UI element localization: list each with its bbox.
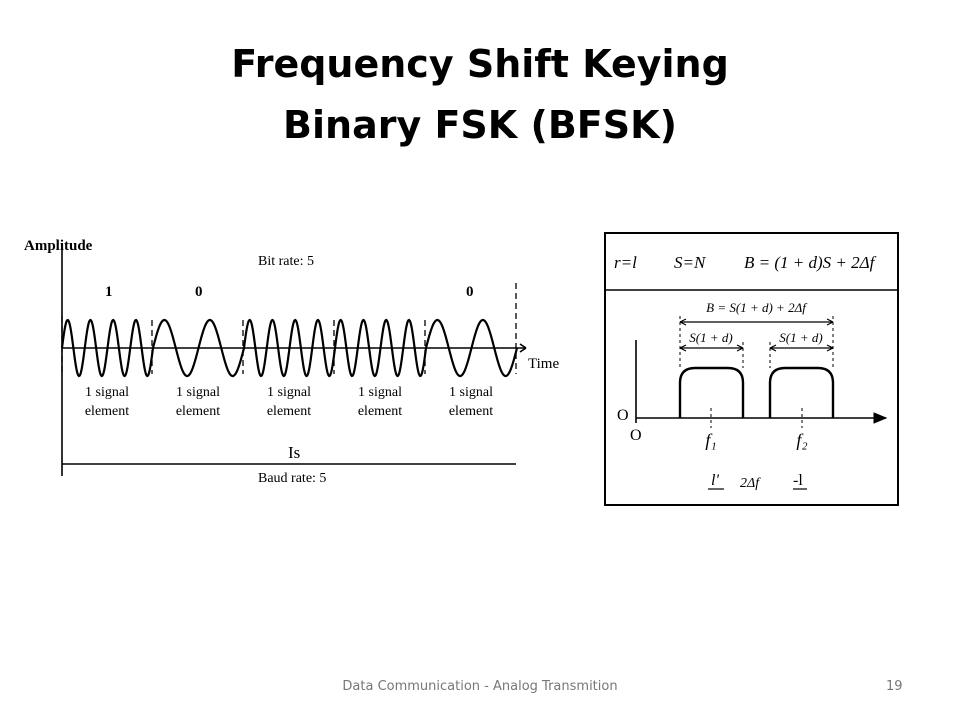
amplitude-label: Amplitude <box>24 238 93 254</box>
slide-number: 19 <box>886 679 903 694</box>
signal-element-line1: 1 signal <box>85 385 129 400</box>
band2-width-label: S(1 + d) <box>779 330 822 345</box>
signal-element-line1: 1 signal <box>449 385 493 400</box>
delta-label: 2Δf <box>740 476 761 491</box>
f2-label: f₂ <box>796 430 807 450</box>
delta-right-mark: -l <box>793 472 803 489</box>
slide-title-line2: Binary FSK (BFSK) <box>283 103 677 147</box>
bit-label: 1 <box>105 284 113 300</box>
equation-b: B = (1 + d)S + 2Δf <box>744 253 877 272</box>
bit-rate-label: Bit rate: 5 <box>258 254 314 269</box>
fsk-waveform-figure: Amplitude Time Bit rate: 5 Baud rate: 5 … <box>24 238 559 486</box>
duration-label: Is <box>288 443 300 462</box>
bit-label: 0 <box>466 284 474 300</box>
signal-element-line1: 1 signal <box>176 385 220 400</box>
signal-element-line2: element <box>85 404 129 419</box>
band-f2 <box>768 366 835 418</box>
origin-y-label: O <box>617 407 629 424</box>
span-arrowheads <box>679 318 834 326</box>
signal-element-line2: element <box>449 404 493 419</box>
signal-element-line1: 1 signal <box>358 385 402 400</box>
time-axis-arrow <box>519 343 527 353</box>
origin-x-label: O <box>630 427 642 444</box>
band1-width-label: S(1 + d) <box>689 330 732 345</box>
signal-element-line1: 1 signal <box>267 385 311 400</box>
footer-text: Data Communication - Analog Transmition <box>342 679 618 694</box>
slide-title-line1: Frequency Shift Keying <box>231 42 729 86</box>
fsk-signal-wave <box>60 318 519 378</box>
time-label: Time <box>528 356 559 372</box>
baud-rate-label: Baud rate: 5 <box>258 471 326 486</box>
signal-element-line2: element <box>267 404 311 419</box>
f1-label: f₁ <box>705 430 716 450</box>
figure-frame <box>604 232 899 506</box>
band2-arrowheads <box>769 344 834 352</box>
bit-label: 0 <box>195 284 203 300</box>
frequency-axis-arrow <box>873 412 888 424</box>
bandwidth-figure: r=l S=N B = (1 + d)S + 2Δf B = S(1 + d) … <box>604 232 899 506</box>
signal-element-line2: element <box>176 404 220 419</box>
signal-element-line2: element <box>358 404 402 419</box>
band-f1 <box>678 366 745 418</box>
bandwidth-span-label: B = S(1 + d) + 2Δf <box>706 300 808 315</box>
equation-r: r=l <box>614 253 637 272</box>
equation-s: S=N <box>674 253 707 272</box>
delta-left-mark: l' <box>711 472 719 489</box>
band1-arrowheads <box>679 344 744 352</box>
